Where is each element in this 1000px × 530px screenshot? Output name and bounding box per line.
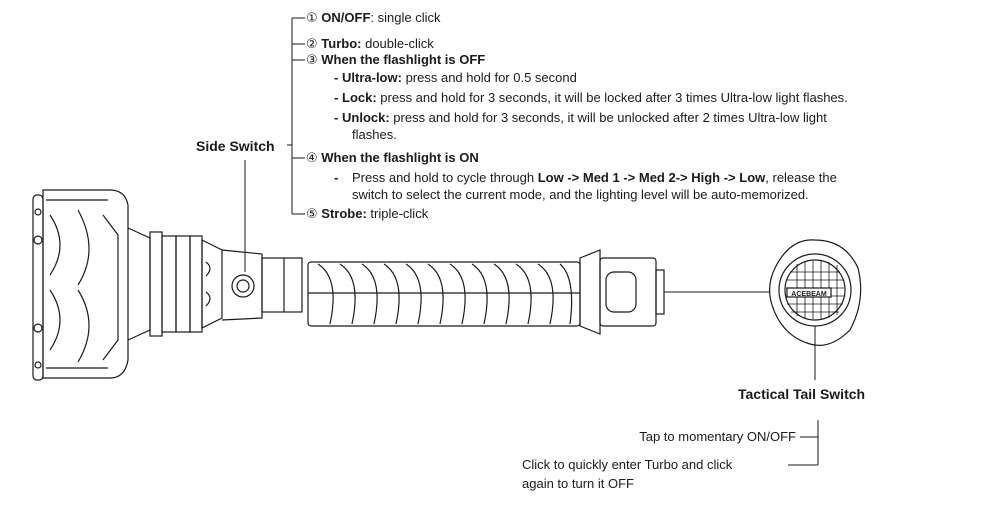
item-number: ② <box>306 36 318 51</box>
bullet-dash: - <box>334 70 339 85</box>
callout-lines <box>287 17 819 466</box>
item-title: Turbo: <box>321 36 362 51</box>
tail-switch-closeup <box>769 239 862 380</box>
item-number: ⑤ <box>306 206 318 221</box>
side-switch-collar <box>221 160 303 321</box>
off-detail-unlock: Unlock: press and hold for 3 seconds, it… <box>342 110 827 126</box>
on-detail-post: , release the <box>765 170 837 185</box>
side-switch-label: Side Switch <box>196 138 275 154</box>
detail-title: Ultra-low: <box>342 70 402 85</box>
detail-desc: press and hold for 0.5 second <box>401 70 577 85</box>
tail-switch-label: Tactical Tail Switch <box>738 386 866 402</box>
item-desc: triple-click <box>370 206 429 221</box>
tail-tap-text: Tap to momentary ON/OFF <box>639 429 796 444</box>
bullet-dash: - <box>334 90 339 105</box>
detail-desc: press and hold for 3 seconds, it will be… <box>376 90 848 105</box>
item-turbo: ② Turbo: double-click <box>306 36 434 52</box>
off-detail-unlock-cont: flashes. <box>352 127 397 142</box>
item-on-off: ① ON/OFF: single click <box>306 10 440 26</box>
off-detail-lock: Lock: press and hold for 3 seconds, it w… <box>342 90 848 106</box>
item-sep: : <box>370 10 378 25</box>
item-title: When the flashlight is ON <box>321 150 479 165</box>
on-detail-line1: Press and hold to cycle through Low -> M… <box>352 170 837 186</box>
detail-desc: press and hold for 3 seconds, it will be… <box>389 110 827 125</box>
on-detail-line2: switch to select the current mode, and t… <box>352 187 809 202</box>
item-number: ① <box>306 10 318 25</box>
item-number: ④ <box>306 150 318 165</box>
bullet-dash: - <box>334 110 339 125</box>
tail-click-text-2: again to turn it OFF <box>522 476 634 491</box>
item-title: When the flashlight is OFF <box>321 52 486 67</box>
item-number: ③ <box>306 52 318 67</box>
on-detail-cycle: Low -> Med 1 -> Med 2-> High -> Low <box>537 170 766 185</box>
tail-click-text-1: Click to quickly enter Turbo and click <box>522 457 733 472</box>
item-on-state: ④ When the flashlight is ON <box>306 150 479 166</box>
tail-cap <box>579 249 770 335</box>
item-desc: single click <box>377 10 441 25</box>
detail-title: Lock: <box>342 90 377 105</box>
tail-logo: ACEBEAM <box>791 291 827 298</box>
off-detail-ultralow: Ultra-low: press and hold for 0.5 second <box>342 70 577 86</box>
flashlight-head <box>32 189 223 381</box>
detail-title: Unlock: <box>342 110 390 125</box>
flashlight-body-tube <box>307 261 581 327</box>
bullet-dash: - <box>334 170 339 185</box>
item-desc: double-click <box>365 36 434 51</box>
item-off-state: ③ When the flashlight is OFF <box>306 52 485 68</box>
on-detail-pre: Press and hold to cycle through <box>352 170 538 185</box>
item-strobe: ⑤ Strobe: triple-click <box>306 206 428 222</box>
item-title: ON/OFF <box>321 10 371 25</box>
item-title: Strobe: <box>321 206 367 221</box>
